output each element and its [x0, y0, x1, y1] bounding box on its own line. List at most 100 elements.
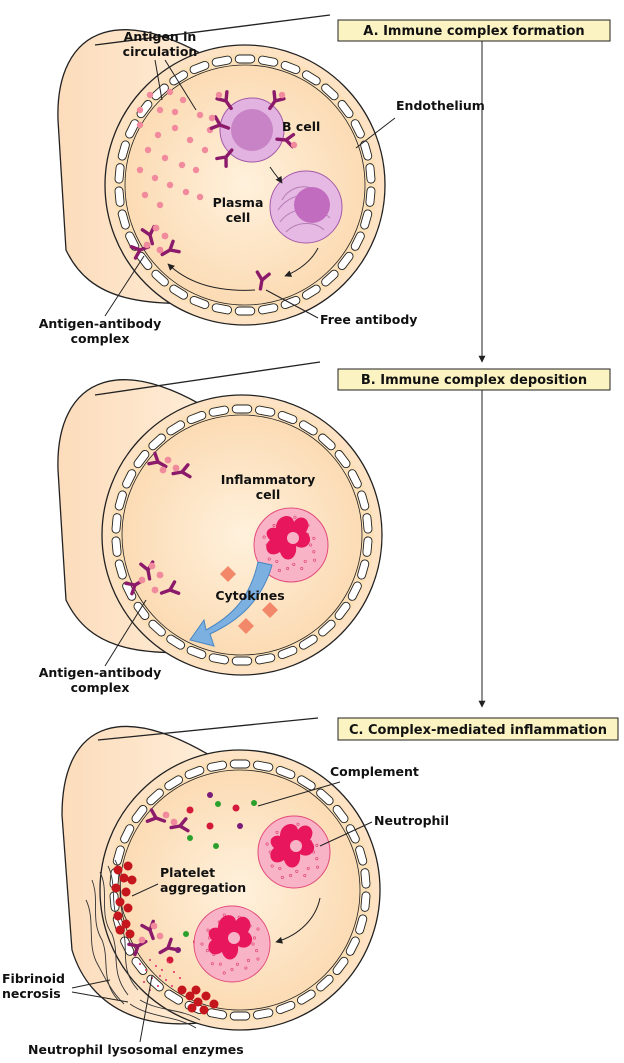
endothelial-cell	[362, 536, 373, 557]
granule	[293, 515, 297, 519]
label-b-cell: B cell	[282, 119, 320, 134]
endothelial-cell	[253, 1008, 274, 1020]
endothelial-cell	[275, 765, 296, 780]
granule	[251, 942, 255, 946]
complex-a	[129, 224, 181, 262]
endothelial-cell	[337, 100, 354, 119]
granule	[256, 957, 260, 961]
dot	[144, 968, 148, 972]
dot	[170, 984, 174, 988]
endothelial-cell	[334, 601, 351, 620]
endothelial-cell	[117, 140, 130, 161]
dot	[187, 1003, 197, 1013]
endothelial-cell	[131, 956, 148, 975]
granule	[252, 936, 257, 940]
complex-b-bottom	[124, 560, 181, 601]
endothelial-cell	[114, 163, 125, 184]
dot	[115, 925, 125, 935]
neutrophil-lower	[193, 905, 271, 983]
label-platelet-2: aggregation	[160, 880, 246, 895]
endothelial-cell	[332, 805, 349, 824]
cytokines	[220, 566, 278, 634]
dot	[119, 873, 129, 883]
endothelial-cell	[229, 759, 251, 769]
dot	[138, 962, 142, 966]
label-complex-a-1: Antigen-antibody	[39, 316, 162, 331]
granule	[277, 568, 281, 573]
endothelial-cell	[345, 936, 360, 956]
label-free-antibody: Free antibody	[320, 312, 417, 327]
dot	[156, 106, 164, 114]
endothelial-cell	[316, 974, 334, 992]
endothelial-cell	[258, 55, 279, 67]
endothelial-cell	[234, 54, 256, 64]
endothelial-cell	[208, 405, 229, 417]
dot	[191, 985, 201, 995]
dot	[156, 984, 160, 988]
granule	[256, 927, 260, 931]
endothelial-cell	[189, 295, 210, 310]
label-inflammatory-1: Inflammatory	[221, 472, 316, 487]
endothelial-cell	[151, 269, 169, 287]
endothelial-cell	[280, 60, 301, 75]
endothelial-cell	[360, 209, 373, 230]
granule	[222, 971, 226, 975]
dot	[136, 106, 144, 114]
dot	[113, 911, 123, 921]
endothelial-cell	[114, 559, 127, 580]
granule	[306, 866, 310, 870]
dot	[156, 201, 164, 209]
endothelial-cell	[164, 775, 184, 791]
endothelial-cell	[360, 891, 371, 912]
granule	[205, 949, 209, 953]
granule	[222, 913, 226, 917]
endothelial-cell	[148, 619, 166, 637]
endothelial-cell	[231, 656, 253, 666]
endothelial-cell	[332, 956, 349, 975]
dot	[111, 883, 121, 893]
dot	[177, 985, 187, 995]
dot	[160, 968, 164, 972]
endothelial-cell	[208, 653, 229, 665]
dot	[154, 131, 162, 139]
endothelial-cell	[229, 1011, 251, 1021]
granule	[200, 942, 204, 946]
endothelial-cell	[357, 490, 370, 511]
label-fibrinoid-2: necrosis	[2, 986, 61, 1001]
label-complex-b-2: complex	[71, 680, 130, 695]
dot	[171, 108, 179, 116]
granule	[316, 865, 320, 869]
endothelial-cell	[301, 70, 321, 86]
granule	[292, 562, 296, 566]
dot	[141, 191, 149, 199]
dot	[164, 978, 168, 982]
dot	[196, 193, 204, 201]
platelet-aggregates	[111, 861, 219, 1015]
dot	[172, 970, 176, 974]
inflammatory-cell	[253, 507, 329, 583]
granule	[280, 875, 284, 880]
endothelial-cell	[133, 450, 150, 469]
endothelial-cell	[355, 914, 368, 935]
stage-box-a: A. Immune complex formation	[337, 19, 611, 42]
label-fibrinoid-1: Fibrinoid	[2, 971, 65, 986]
stage-title-a: A. Immune complex formation	[363, 24, 584, 39]
stage-title-b: B. Immune complex deposition	[361, 373, 587, 388]
endothelial-cell	[301, 284, 321, 300]
endothelial-cell	[258, 303, 279, 315]
granule	[230, 967, 234, 972]
endothelial-cell	[277, 410, 298, 425]
dot	[179, 96, 187, 104]
endothelial-cell	[136, 100, 153, 119]
endothelial-cell	[117, 209, 130, 230]
fibrinoid-necrosis	[85, 859, 201, 1029]
endothelial-cell	[253, 760, 274, 772]
stage-box-b: B. Immune complex deposition	[337, 368, 611, 391]
dot	[115, 897, 125, 907]
endothelial-cell	[166, 634, 186, 650]
endothelial-cell	[186, 645, 207, 660]
granule	[286, 567, 290, 571]
plasma-cell	[269, 170, 343, 244]
endothelial-cell	[255, 653, 276, 665]
